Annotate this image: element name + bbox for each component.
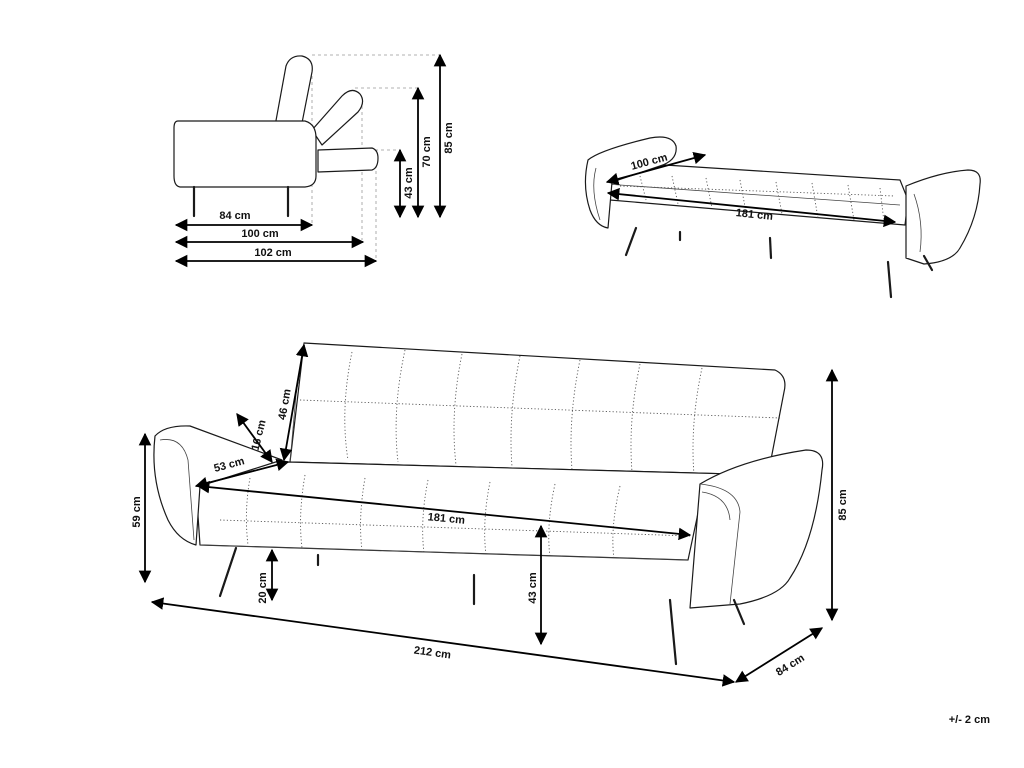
label-side-depth-seat: 84 cm <box>219 210 250 222</box>
label-main-cushion-thickness: 16 cm <box>249 418 268 451</box>
label-bed-length: 181 cm <box>735 207 774 223</box>
label-side-height-total: 85 cm <box>443 122 455 153</box>
label-main-back-height: 46 cm <box>276 388 293 421</box>
main-view: 46 cm 16 cm 53 cm 181 cm 59 cm 20 cm 43 … <box>131 342 849 687</box>
main-seat <box>195 461 771 561</box>
label-side-depth-flat: 102 cm <box>254 247 292 259</box>
label-main-total-width: 212 cm <box>413 645 452 662</box>
side-view: 84 cm 100 cm 102 cm 43 cm 70 cm 85 cm <box>173 53 455 268</box>
label-side-height-seat: 43 cm <box>403 167 415 198</box>
bed-arm-right <box>905 169 981 265</box>
label-main-arm-height: 59 cm <box>131 496 143 527</box>
bed-view: 100 cm 181 cm <box>584 136 981 299</box>
side-backrest-flat <box>317 147 379 173</box>
label-main-seat-height: 43 cm <box>527 572 539 603</box>
side-body <box>173 120 317 188</box>
label-main-seat-width: 181 cm <box>427 511 466 527</box>
label-main-leg-height: 20 cm <box>257 572 269 603</box>
label-main-total-height: 85 cm <box>837 489 849 520</box>
label-side-depth-reclined: 100 cm <box>241 228 279 240</box>
side-backrest-reclined <box>311 89 364 146</box>
main-backrest <box>289 342 786 476</box>
label-side-height-mid: 70 cm <box>421 136 433 167</box>
side-backrest-upright <box>274 55 313 129</box>
tolerance-note: +/- 2 cm <box>949 714 990 726</box>
main-leg-1 <box>218 546 238 598</box>
